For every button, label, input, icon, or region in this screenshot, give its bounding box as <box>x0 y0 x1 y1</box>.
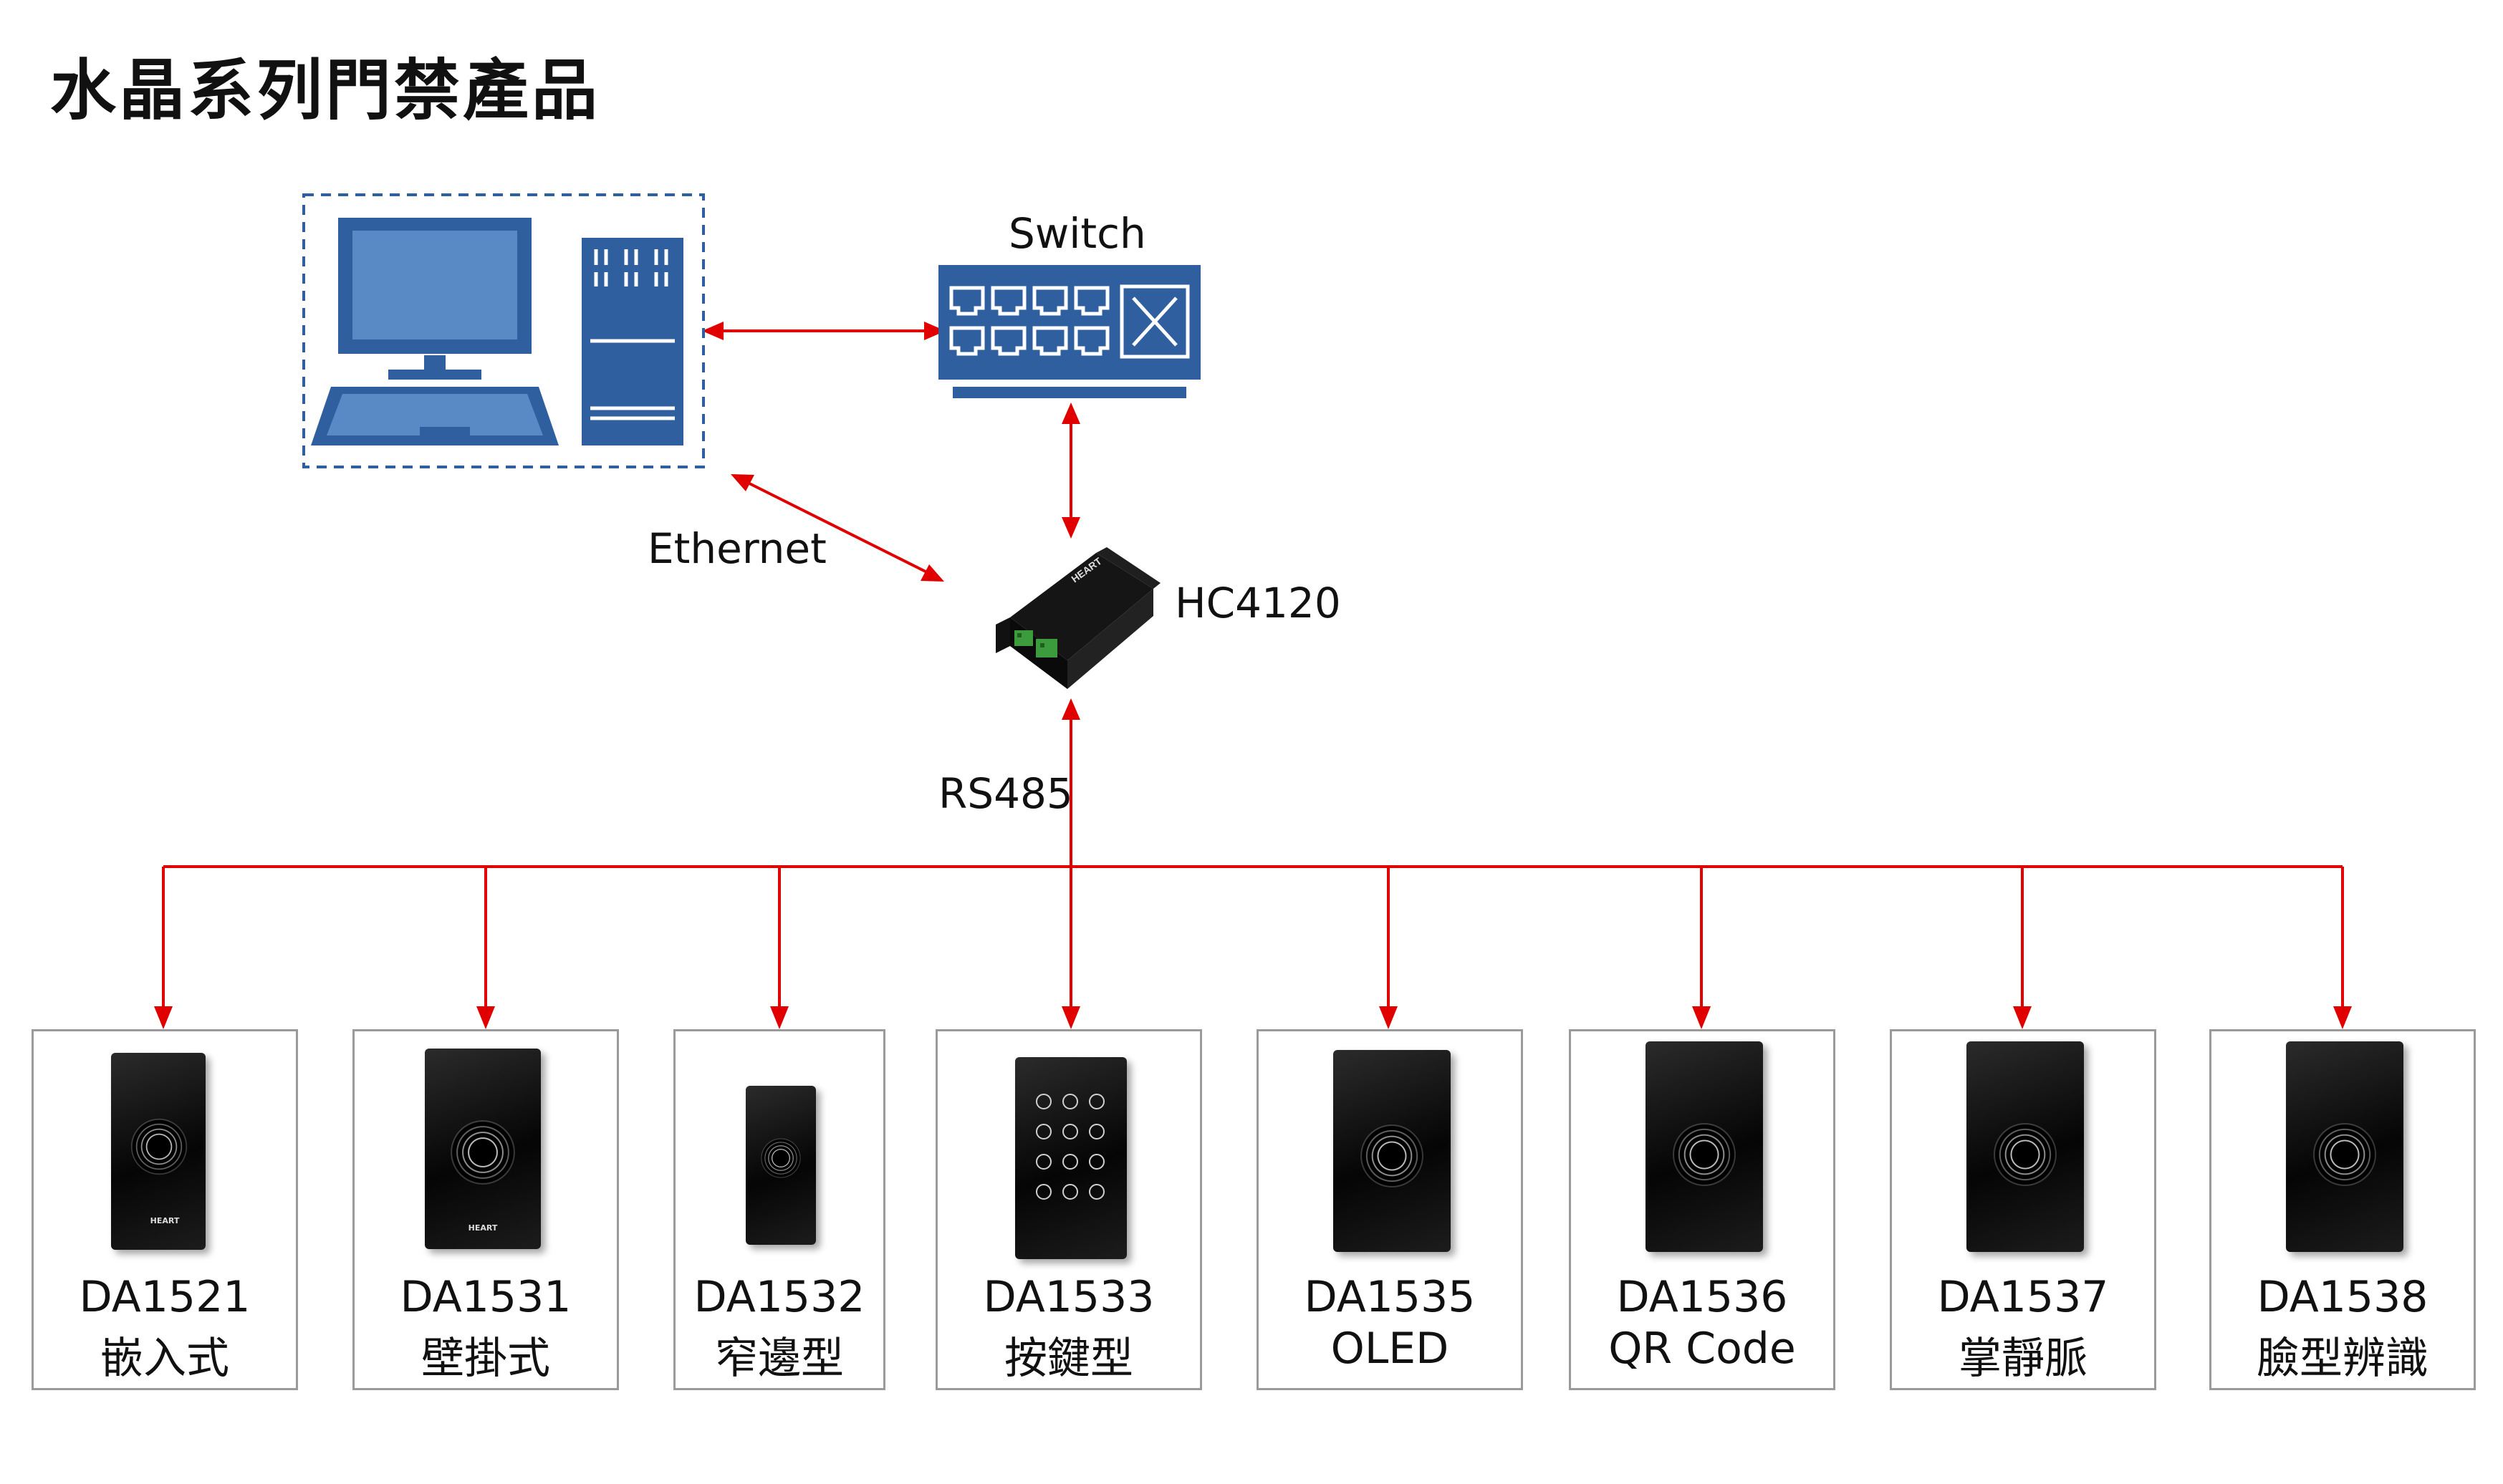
device-code: DA1532 <box>693 1272 865 1322</box>
device-name: 掌靜脈 <box>1959 1334 2088 1384</box>
device-card-da1533: DA1533 按鍵型 <box>936 1029 1202 1390</box>
device-name: 臉型辨識 <box>2257 1334 2428 1384</box>
device-card-da1536: DA1536 QR Code <box>1569 1029 1835 1390</box>
device-code: DA1536 <box>1616 1272 1788 1322</box>
device-code: DA1531 <box>400 1272 572 1322</box>
controller-label: HC4120 <box>1175 579 1341 627</box>
device-card-da1535: DA1535 OLED <box>1257 1029 1523 1390</box>
card-reader-ring <box>449 1119 517 1186</box>
device-code: DA1538 <box>2257 1272 2428 1322</box>
bus-label: RS485 <box>938 769 1073 818</box>
device-name: 嵌入式 <box>100 1334 229 1384</box>
pc-icon <box>302 193 705 468</box>
card-reader-ring <box>2312 1122 2378 1187</box>
device-name: 壁掛式 <box>421 1334 550 1384</box>
device-name: QR Code <box>1608 1324 1796 1374</box>
page-title: 水晶系列門禁產品 <box>50 52 601 129</box>
card-reader-ring <box>1992 1122 2058 1187</box>
card-reader-ring <box>130 1117 188 1176</box>
device-card-da1537: DA1537 掌靜脈 <box>1890 1029 2156 1390</box>
device-card-da1538: DA1538 臉型辨識 <box>2209 1029 2476 1390</box>
device-card-da1521: HEART DA1521 嵌入式 <box>32 1029 298 1390</box>
device-name: 按鍵型 <box>1004 1334 1133 1384</box>
card-reader-ring <box>760 1137 802 1179</box>
device-name: 窄邊型 <box>715 1334 844 1384</box>
keypad-icon <box>1036 1094 1105 1200</box>
device-card-da1532: DA1532 窄邊型 <box>673 1029 885 1390</box>
device-code: DA1521 <box>79 1272 251 1322</box>
brand-mark: HEART <box>150 1216 180 1225</box>
reader-device-icon <box>1015 1057 1127 1259</box>
device-card-da1531: HEART DA1531 壁掛式 <box>352 1029 619 1390</box>
controller-device-icon: HEART <box>996 547 1161 689</box>
device-name: OLED <box>1330 1324 1449 1374</box>
ethernet-label: Ethernet <box>648 524 827 573</box>
switch-label: Switch <box>1009 209 1146 258</box>
brand-mark: HEART <box>468 1223 498 1233</box>
device-code: DA1533 <box>983 1272 1155 1322</box>
switch-icon <box>938 265 1201 398</box>
card-reader-ring <box>1671 1122 1737 1187</box>
device-code: DA1535 <box>1304 1272 1476 1322</box>
device-code: DA1537 <box>1937 1272 2109 1322</box>
card-reader-ring <box>1359 1123 1425 1189</box>
